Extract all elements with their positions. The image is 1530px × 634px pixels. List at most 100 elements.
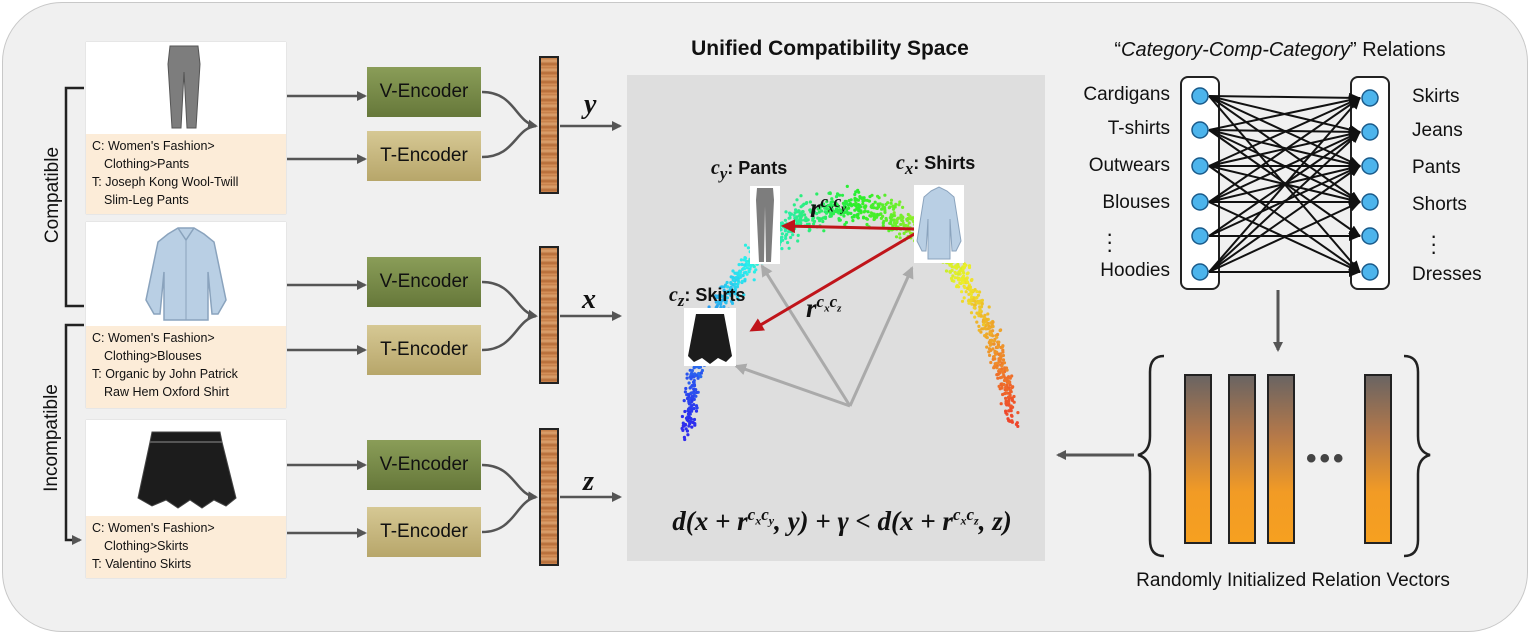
scatter-point [799,194,803,198]
scatter-point [997,359,1001,363]
scatter-point [962,296,966,300]
scatter-point [832,203,837,207]
scatter-point [883,208,887,212]
scatter-point [845,202,849,206]
scatter-point [830,197,834,201]
category-line: Clothing>Pants [104,157,190,171]
scatter-point [738,270,743,274]
scatter-point [988,326,992,330]
scatter-point [681,421,685,425]
scatter-point [975,311,979,315]
scatter-point [978,305,982,309]
scatter-point [815,192,819,196]
scatter-point [977,301,982,305]
category-left: Cardigans [1083,84,1170,105]
scatter-point [737,263,741,267]
scatter-point [1010,398,1015,402]
title-line: T: Organic by John Patrick [92,367,238,381]
scatter-point [999,382,1003,386]
scatter-point [851,219,855,223]
scatter-point [752,278,756,282]
scatter-point [890,215,894,219]
relation-node [1191,193,1209,211]
scatter-point [997,340,1001,344]
category-right: Skirts [1412,86,1460,107]
relation-node [1361,157,1379,175]
scatter-point [845,184,849,188]
scatter-point [830,207,834,211]
scatter-point [854,201,858,205]
scatter-point [722,305,726,309]
scatter-point [1004,376,1008,380]
skirt-icon [137,431,237,509]
scatter-point [966,280,970,285]
scatter-point [901,219,905,223]
scatter-point [726,285,730,289]
scatter-point [729,275,733,279]
scatter-point [907,221,911,225]
scatter-point [828,214,832,218]
scatter-point [795,198,799,202]
relation-edge [1208,129,1361,169]
scatter-point [688,375,692,379]
scatter-point [884,216,888,221]
relation-edge [1208,165,1361,273]
scatter-point [891,224,895,228]
scatter-point [862,196,866,200]
scatter-point [742,271,746,275]
scatter-point [881,214,885,218]
scatter-point [956,272,961,276]
scatter-point [944,269,949,273]
scatter-point [692,397,696,401]
scatter-point [1004,385,1008,389]
scatter-point [891,207,896,211]
scatter-point [687,424,691,428]
scatter-point [865,198,869,202]
category-line: C: Women's Fashion> [92,139,215,153]
relation-edges [1208,92,1361,277]
scatter-point [970,295,974,299]
scatter-point [875,206,879,210]
shirt-icon [145,227,227,321]
scatter-point [875,215,879,219]
scatter-point [797,209,801,213]
scatter-point [722,288,726,293]
scatter-point [861,216,866,220]
scatter-point [995,335,999,339]
scatter-point [828,191,832,196]
scatter-point [685,376,689,380]
scatter-point [991,334,995,338]
category-line: Clothing>Skirts [104,539,189,553]
scatter-point [717,296,721,300]
scatter-point [689,391,694,395]
left-node-column [1180,76,1220,290]
scatter-point [743,263,747,267]
scatter-point [830,204,834,208]
scatter-point [803,213,807,217]
category-line: Clothing>Blouses [104,349,202,363]
item-meta: C: Women's Fashion> Clothing>Skirts T: V… [86,516,286,578]
scatter-point [872,215,876,219]
scatter-point [687,381,691,385]
margin-formula: d(x + rcxcy, y) + γ < d(x + rcxcz, z) [672,505,1012,536]
scatter-point [1005,379,1009,383]
scatter-point [998,328,1002,333]
scatter-point [997,384,1001,388]
scatter-point [734,276,738,280]
scatter-point [794,208,798,212]
relation-edge [1208,131,1361,273]
scatter-point [871,202,875,207]
scatter-point [898,236,902,240]
scatter-point [754,268,758,272]
scatter-point [881,221,885,225]
scatter-point [889,198,894,202]
scatter-point [895,220,899,224]
relation-edge [1208,97,1361,203]
scatter-point [686,412,691,416]
category-right: Pants [1412,157,1461,178]
right-node-column [1350,76,1390,290]
cy-label: cy: Pants [711,157,788,183]
scatter-point [834,209,838,214]
scatter-point [972,306,976,310]
